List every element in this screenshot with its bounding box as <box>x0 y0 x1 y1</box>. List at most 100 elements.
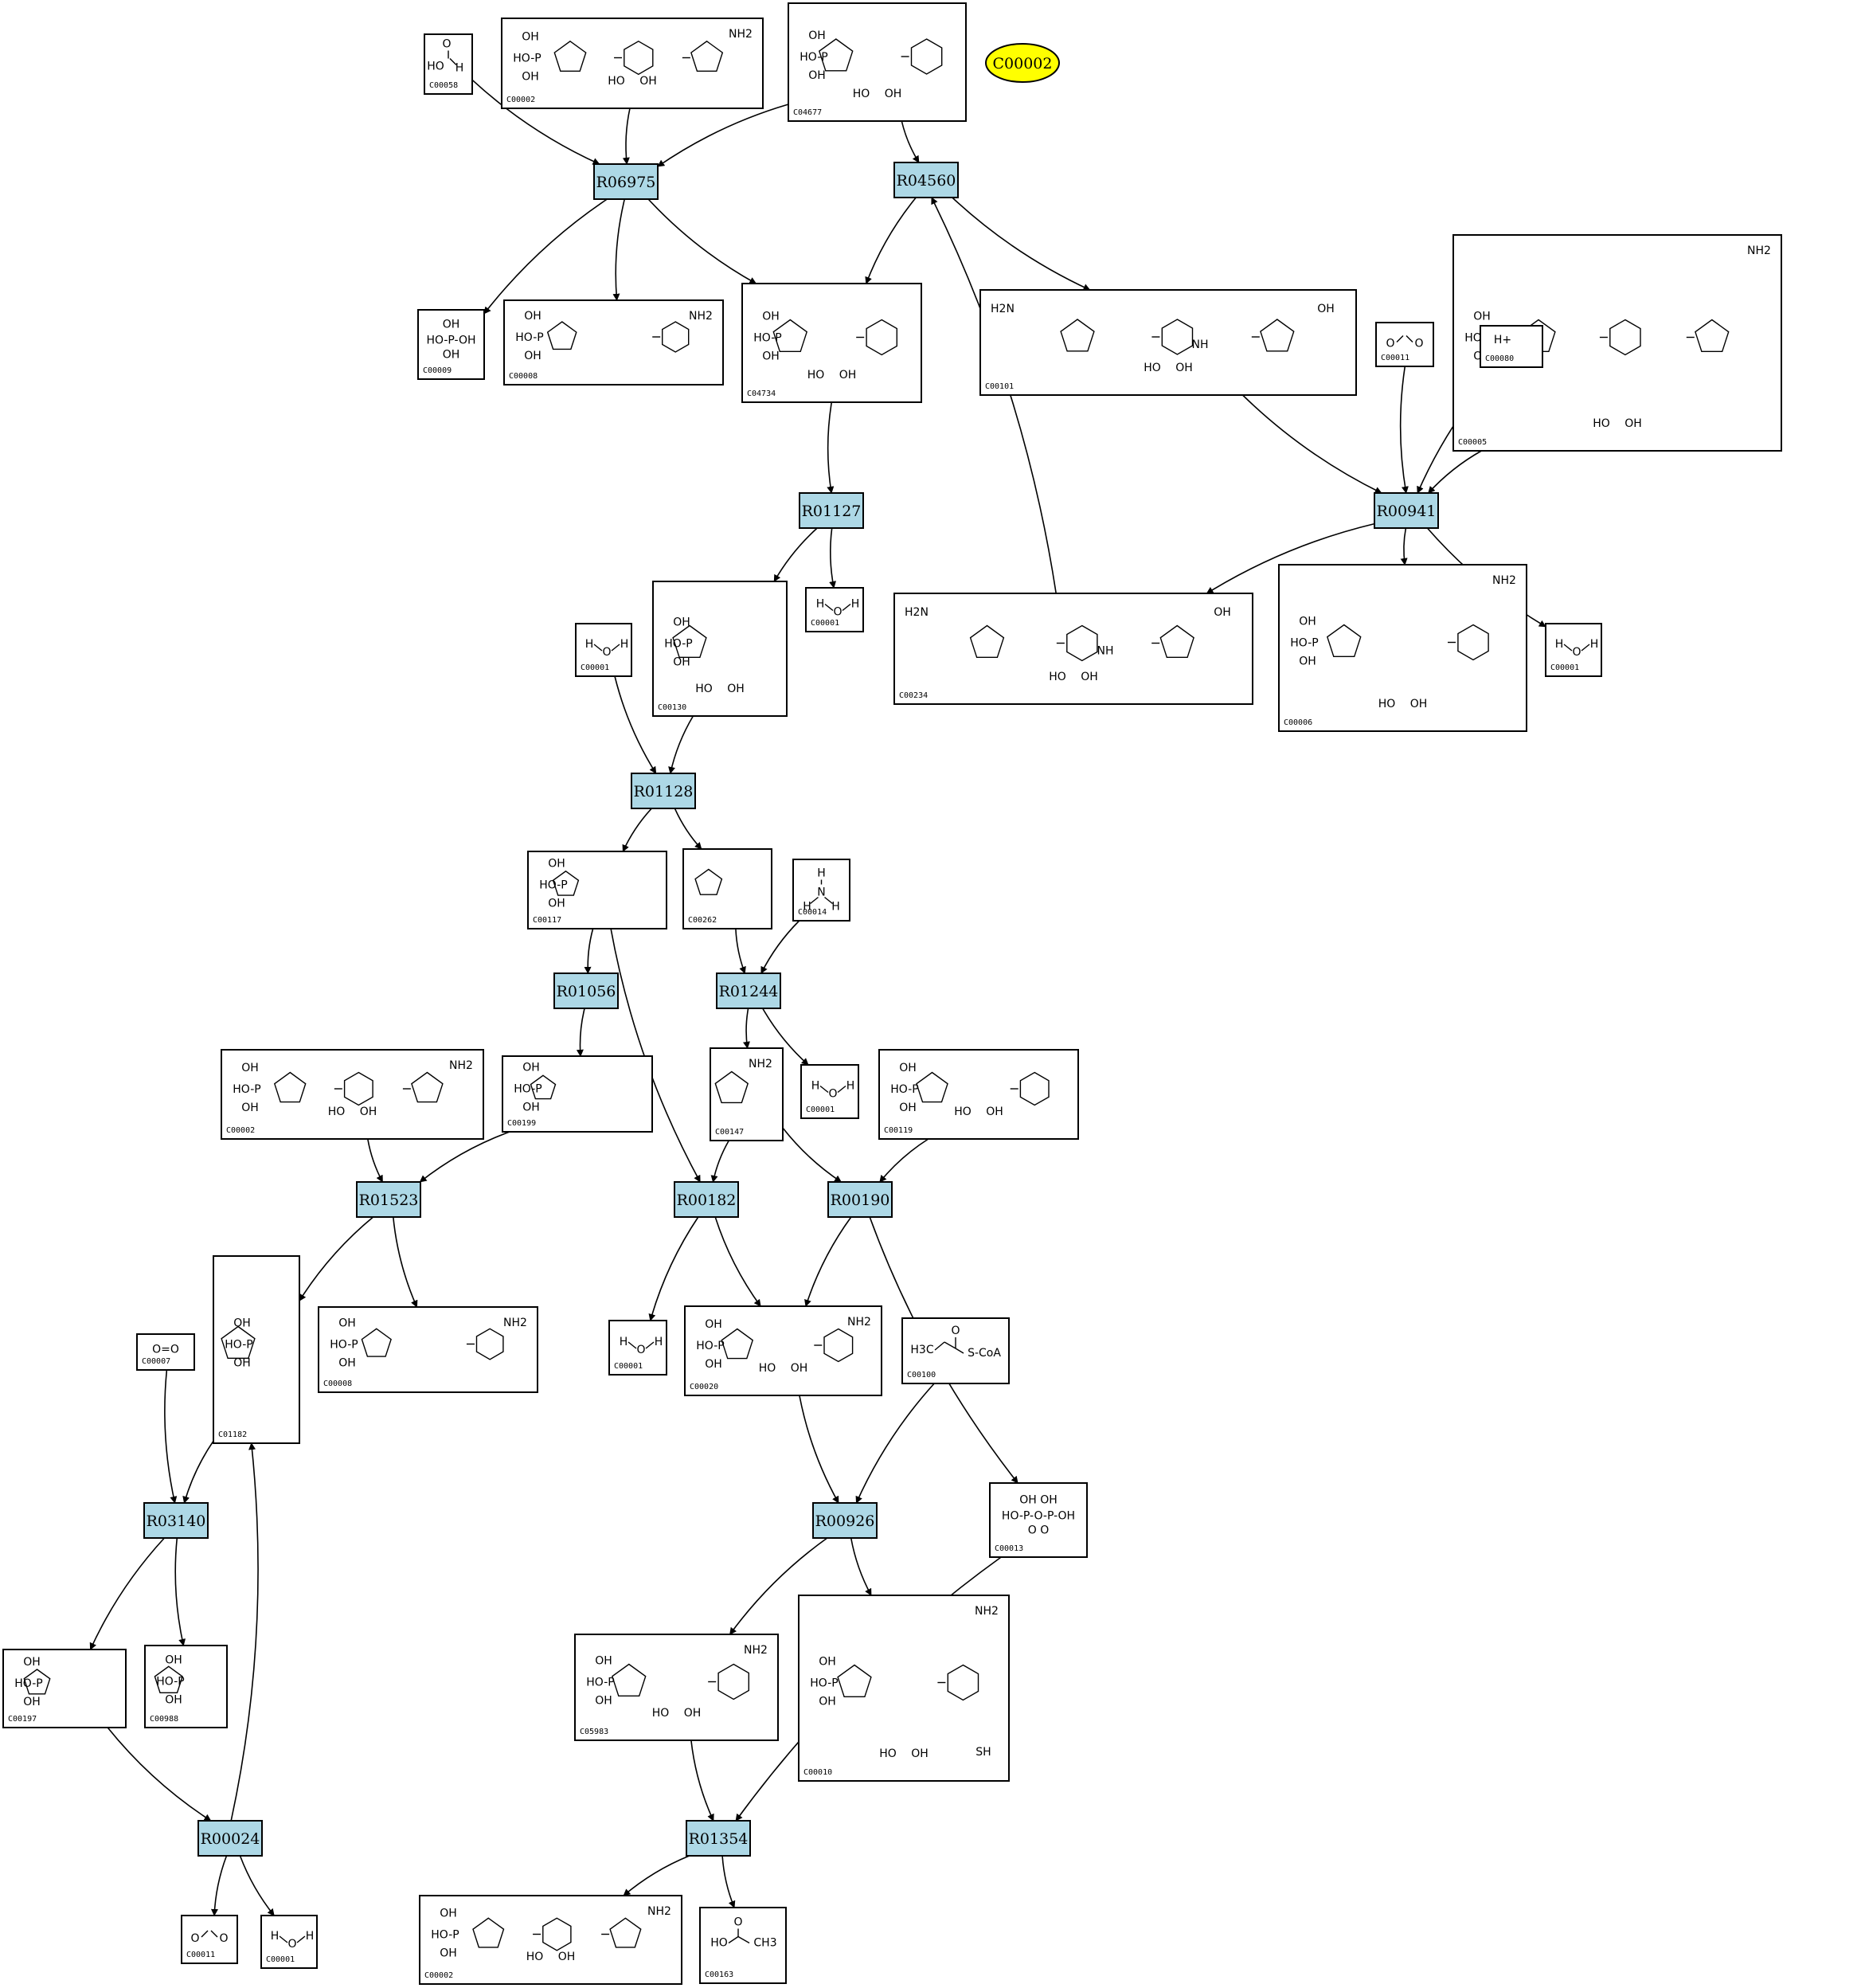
reaction-node[interactable]: R04560 <box>893 162 959 198</box>
compound-box[interactable] <box>136 1333 195 1371</box>
compound-box[interactable] <box>741 283 922 403</box>
reaction-box[interactable] <box>716 972 781 1009</box>
compound-box[interactable] <box>710 1047 784 1141</box>
reaction-box[interactable] <box>674 1181 739 1218</box>
reaction-box[interactable] <box>143 1502 209 1539</box>
compound-box[interactable] <box>805 587 864 632</box>
reaction-node[interactable]: R03140 <box>143 1502 209 1539</box>
reaction-node[interactable]: R01354 <box>686 1820 751 1857</box>
compound-box[interactable] <box>652 581 788 717</box>
compound-box[interactable] <box>575 623 632 677</box>
compound-box[interactable] <box>989 1482 1088 1558</box>
compound-box[interactable] <box>181 1915 238 1964</box>
reaction-node[interactable]: R01128 <box>631 773 696 809</box>
reaction-node[interactable]: R06975 <box>593 163 659 200</box>
compound-box[interactable] <box>788 2 967 122</box>
reaction-box[interactable] <box>553 972 619 1009</box>
compound-box[interactable] <box>798 1595 1010 1782</box>
compound-box[interactable] <box>527 851 667 929</box>
reaction-box[interactable] <box>356 1181 421 1218</box>
compound-node[interactable]: C00262 <box>682 848 772 929</box>
compound-box[interactable] <box>878 1049 1079 1140</box>
compound-box[interactable] <box>684 1305 882 1396</box>
compound-box[interactable] <box>221 1049 484 1140</box>
compound-box[interactable] <box>260 1915 318 1969</box>
compound-box[interactable] <box>1545 623 1602 677</box>
highlight-node[interactable]: C00002 <box>985 43 1060 83</box>
compound-box[interactable] <box>792 859 850 922</box>
reaction-node[interactable]: R01127 <box>799 492 864 529</box>
compound-box[interactable] <box>502 1055 653 1133</box>
compound-box[interactable] <box>318 1306 538 1393</box>
compound-box[interactable] <box>574 1634 779 1741</box>
compound-box[interactable] <box>893 593 1253 705</box>
reaction-box[interactable] <box>827 1181 893 1218</box>
reaction-node[interactable]: R00182 <box>674 1181 739 1218</box>
compound-box[interactable] <box>1278 564 1527 732</box>
compound-box[interactable] <box>424 33 473 95</box>
reaction-node[interactable]: R00941 <box>1374 492 1439 529</box>
compound-box[interactable] <box>419 1895 682 1985</box>
compound-box[interactable] <box>417 309 485 380</box>
reaction-box[interactable] <box>686 1820 751 1857</box>
compound-box[interactable] <box>699 1907 787 1984</box>
reaction-node[interactable]: R01244 <box>716 972 781 1009</box>
reaction-node[interactable]: R00024 <box>197 1820 263 1857</box>
reaction-box[interactable] <box>197 1820 263 1857</box>
compound-box[interactable] <box>800 1064 859 1119</box>
compound-box[interactable] <box>979 289 1357 396</box>
compound-node[interactable]: H+C00080 <box>1480 325 1543 368</box>
compound-box[interactable] <box>213 1255 300 1444</box>
compound-box[interactable] <box>1480 325 1543 368</box>
reaction-box[interactable] <box>812 1502 878 1539</box>
reaction-node[interactable]: R00926 <box>812 1502 878 1539</box>
compound-box[interactable] <box>1375 322 1434 367</box>
compound-box[interactable] <box>503 299 724 385</box>
reaction-node[interactable]: R01056 <box>553 972 619 1009</box>
compound-box[interactable] <box>901 1317 1010 1384</box>
reaction-box[interactable] <box>1374 492 1439 529</box>
reaction-box[interactable] <box>631 773 696 809</box>
reaction-box[interactable] <box>893 162 959 198</box>
compound-box[interactable] <box>608 1320 667 1376</box>
reaction-node[interactable]: R01523 <box>356 1181 421 1218</box>
compound-box[interactable] <box>2 1649 127 1728</box>
reaction-box[interactable] <box>799 492 864 529</box>
reaction-box[interactable] <box>593 163 659 200</box>
